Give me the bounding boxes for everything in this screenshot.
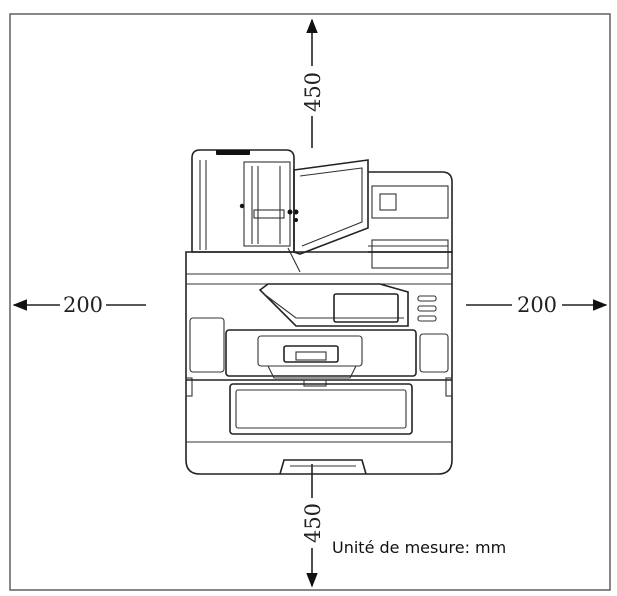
left-dimension-label: 200 — [63, 293, 103, 317]
right-dimension: 200 — [466, 293, 608, 317]
left-dimension: 200 — [12, 293, 146, 317]
bottom-dimension-label: 450 — [301, 503, 325, 543]
printer-drawing — [185, 149, 453, 475]
clearance-boundary — [9, 13, 611, 591]
right-dimension-label: 200 — [517, 293, 557, 317]
bottom-dimension: 450 — [301, 464, 325, 588]
top-dimension-label: 450 — [301, 72, 325, 112]
top-dimension: 450 — [301, 18, 325, 148]
unit-note: Unité de mesure: mm — [332, 538, 506, 557]
